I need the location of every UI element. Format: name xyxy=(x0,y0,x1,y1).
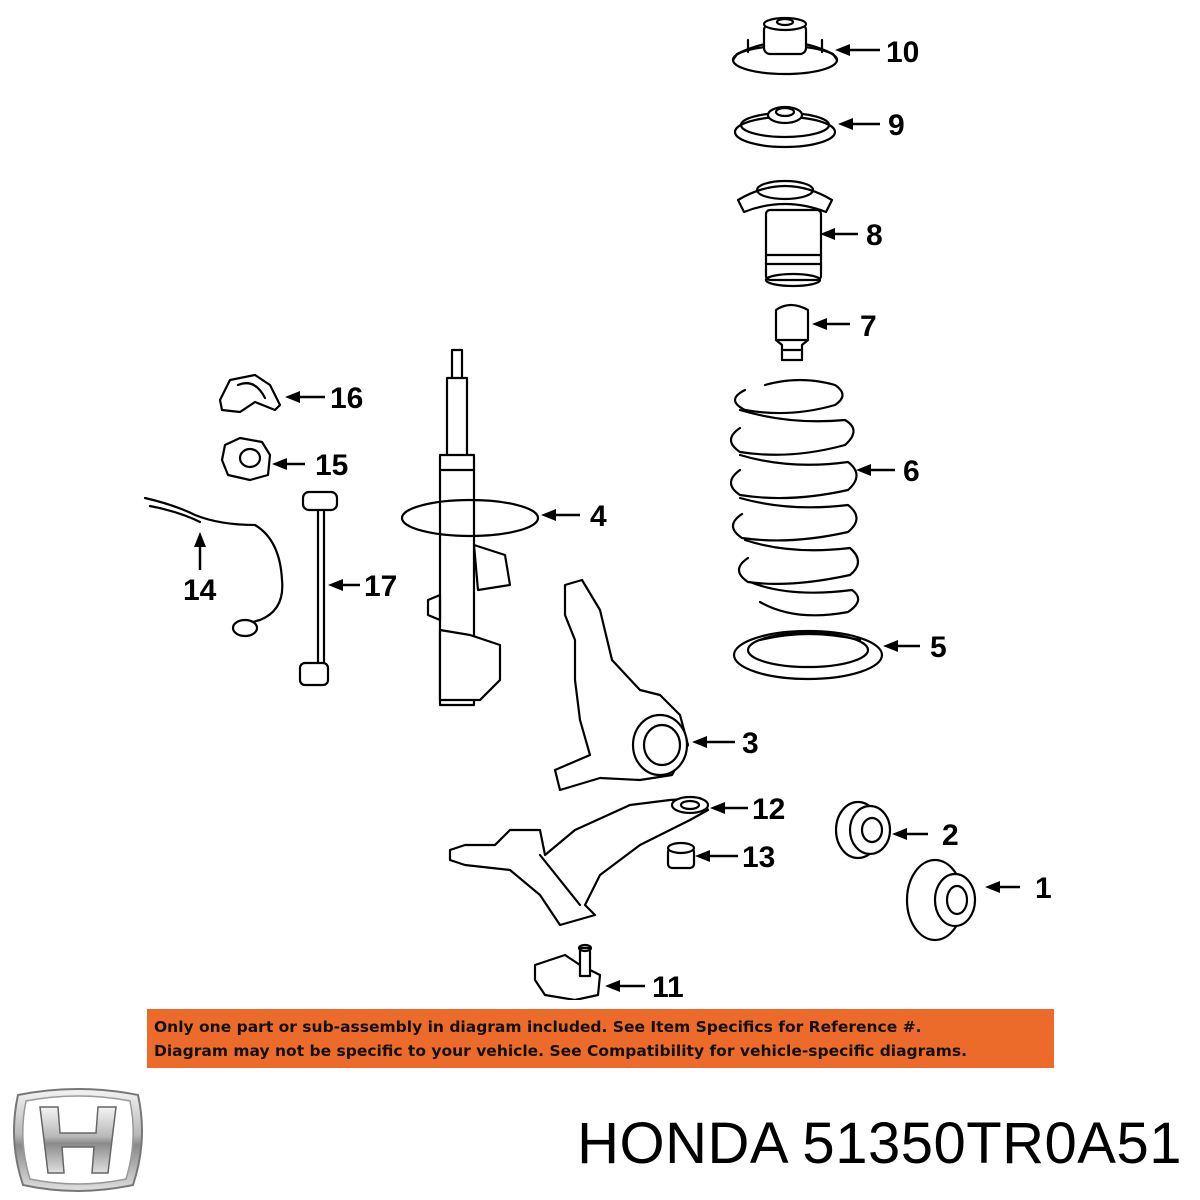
part-9-upper-spring-seat xyxy=(733,105,837,149)
callout-17: 17 xyxy=(364,570,397,603)
callout-3: 3 xyxy=(742,727,759,760)
disclaimer-banner: Only one part or sub-assembly in diagram… xyxy=(147,1009,1054,1068)
callout-11: 11 xyxy=(652,971,684,1000)
callout-1: 1 xyxy=(1035,872,1052,905)
callout-7: 7 xyxy=(860,310,877,343)
part-5-lower-spring-insulator xyxy=(732,629,884,681)
callout-8: 8 xyxy=(866,219,883,252)
honda-logo-icon xyxy=(13,1088,143,1192)
callout-5: 5 xyxy=(930,631,947,664)
disclaimer-line-1: Only one part or sub-assembly in diagram… xyxy=(154,1018,922,1036)
part-2-rear-bushing xyxy=(834,800,892,860)
part-13-control-arm-bushing xyxy=(666,841,696,870)
part-12-lower-control-arm xyxy=(448,795,710,927)
part-7-bump-stopper xyxy=(774,303,810,362)
callout-13: 13 xyxy=(742,841,775,874)
part-1-wheel-hub xyxy=(905,858,977,942)
disclaimer-line-2: Diagram may not be specific to your vehi… xyxy=(154,1042,968,1060)
suspension-parts-diagram: 10 9 8 7 6 5 4 3 12 13 2 1 11 16 15 17 1… xyxy=(143,16,1052,1000)
callout-numbers: 10 9 8 7 6 5 4 3 12 13 2 1 11 16 15 17 1… xyxy=(183,36,1052,1000)
callout-6: 6 xyxy=(903,455,920,488)
part-3-steering-knuckle xyxy=(553,578,690,792)
part-11-ball-joint xyxy=(533,943,602,1000)
callout-16: 16 xyxy=(330,382,363,415)
part-16-stabilizer-bracket xyxy=(218,373,282,414)
callout-15: 15 xyxy=(315,449,348,482)
callout-12: 12 xyxy=(752,793,785,826)
part-15-stabilizer-bushing xyxy=(220,436,272,482)
part-8-dust-boot xyxy=(736,179,834,288)
callout-leaders xyxy=(194,44,1020,992)
callout-14: 14 xyxy=(183,574,217,607)
part-14-stabilizer-bar xyxy=(143,496,284,638)
part-4-strut-assembly xyxy=(400,348,540,707)
callout-9: 9 xyxy=(888,109,905,142)
part-17-stabilizer-link xyxy=(298,490,339,687)
part-number-title: HONDA 51350TR0A51 xyxy=(577,1111,1182,1176)
part-10-strut-mount xyxy=(731,16,839,76)
part-6-coil-spring xyxy=(729,378,860,617)
callout-4: 4 xyxy=(590,500,607,533)
callout-10: 10 xyxy=(886,36,919,69)
callout-2: 2 xyxy=(942,819,959,852)
